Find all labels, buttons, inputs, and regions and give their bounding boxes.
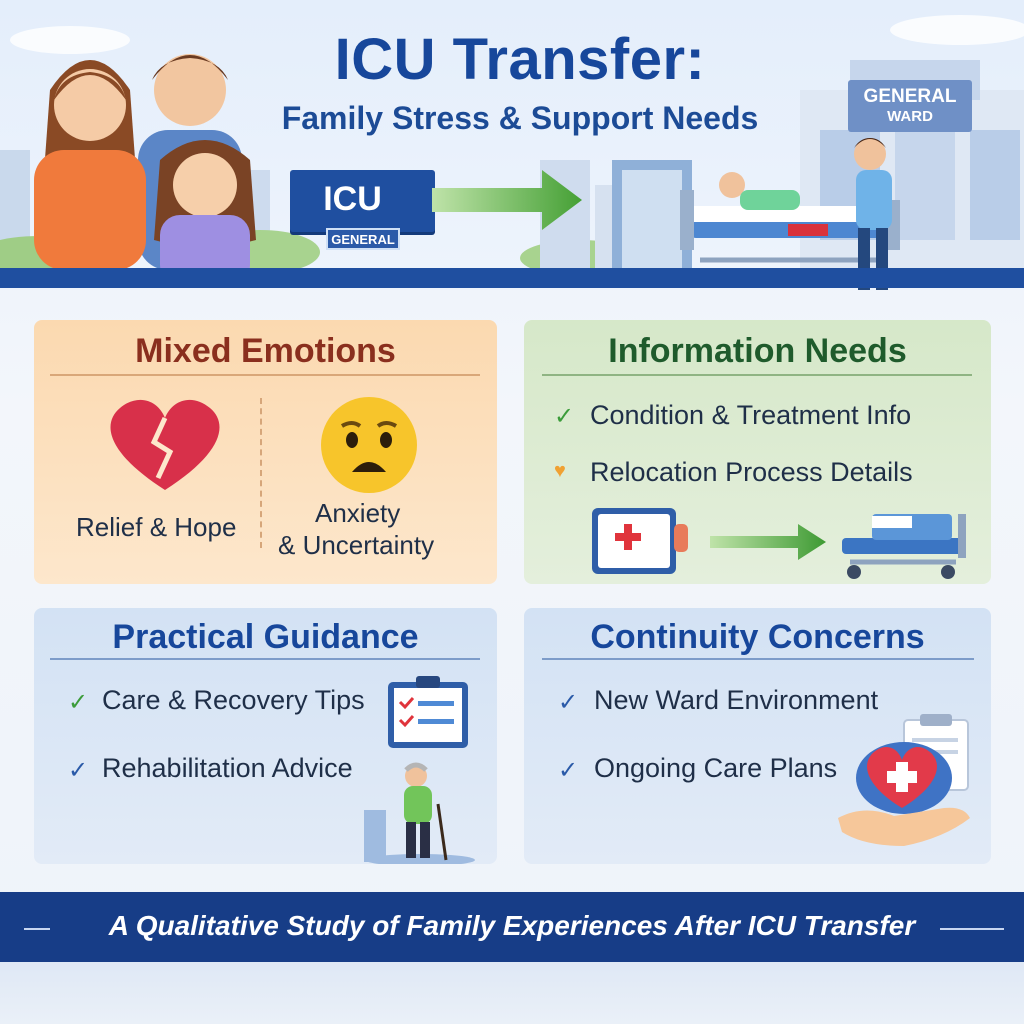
check-icon: ✓ (68, 689, 89, 716)
icu-sub-sign-label: GENERAL (331, 232, 395, 247)
icu-sub-sign: GENERAL (326, 228, 400, 250)
card-divider (50, 374, 480, 376)
icu-sign-label: ICU (323, 180, 382, 218)
card-title: Continuity Concerns (590, 618, 925, 656)
medical-chart-icon (592, 508, 688, 574)
guidance-item-care: Care & Recovery Tips (102, 685, 365, 715)
card-title: Practical Guidance (112, 618, 419, 656)
check-icon: ✓ (558, 757, 579, 784)
anxious-face-icon (321, 397, 417, 493)
footer-text: A Qualitative Study of Family Experience… (108, 910, 916, 941)
hospital-bed-icon (842, 514, 966, 579)
check-icon: ✓ (68, 757, 89, 784)
page-subtitle: Family Stress & Support Needs (281, 100, 759, 136)
card-title: Mixed Emotions (135, 332, 396, 370)
transfer-arrow-icon (432, 170, 582, 230)
hero-band (0, 268, 1024, 288)
footer-line-left (24, 928, 50, 930)
check-icon: ✓ (558, 689, 579, 716)
card-divider (542, 374, 972, 376)
general-ward-sign: GENERAL WARD (848, 80, 972, 132)
emotion-divider (260, 398, 262, 548)
info-item-relocation: Relocation Process Details (590, 457, 913, 487)
hero-banner: ICU GENERAL GENERAL WARD (0, 0, 1024, 290)
info-item-condition: Condition & Treatment Info (590, 400, 912, 430)
checklist-clipboard-icon (388, 676, 468, 748)
card-information-needs: Information Needs ✓ Condition & Treatmen… (524, 320, 991, 584)
ward-sign-line2: WARD (887, 108, 933, 125)
emotion-anxiety-label-line2: & Uncertainty (278, 530, 435, 560)
page-title: ICU Transfer: (334, 27, 706, 92)
continuity-item-care-plans: Ongoing Care Plans (594, 753, 838, 783)
card-practical-guidance: Practical Guidance ✓ Care & Recovery Tip… (34, 608, 497, 864)
heart-bullet-icon: ♥ (554, 460, 566, 482)
care-heart-hands-icon (838, 714, 970, 846)
card-mixed-emotions: Mixed Emotions Relief & Hope Anxiety & U… (34, 320, 497, 584)
bottom-strip (0, 962, 1024, 1024)
emotion-anxiety-label-line1: Anxiety (315, 498, 401, 528)
icu-sign: ICU (290, 170, 435, 232)
card-divider (50, 658, 480, 660)
family-illustration (34, 54, 256, 285)
footer-banner: A Qualitative Study of Family Experience… (0, 892, 1024, 962)
footer-line-right (940, 928, 1004, 930)
card-title: Information Needs (608, 332, 907, 370)
check-icon: ✓ (554, 403, 575, 430)
card-continuity-concerns: Continuity Concerns ✓ New Ward Environme… (524, 608, 991, 864)
ward-sign-line1: GENERAL (863, 86, 957, 107)
guidance-item-rehab: Rehabilitation Advice (102, 753, 353, 783)
card-divider (542, 658, 974, 660)
elderly-walking-icon (364, 762, 475, 864)
hero-illustration (0, 15, 1024, 280)
broken-heart-icon (110, 399, 220, 490)
relocation-arrow-icon (710, 524, 826, 560)
continuity-item-ward: New Ward Environment (594, 685, 879, 715)
patient-bed-illustration (680, 138, 900, 290)
emotion-relief-label: Relief & Hope (76, 512, 237, 542)
